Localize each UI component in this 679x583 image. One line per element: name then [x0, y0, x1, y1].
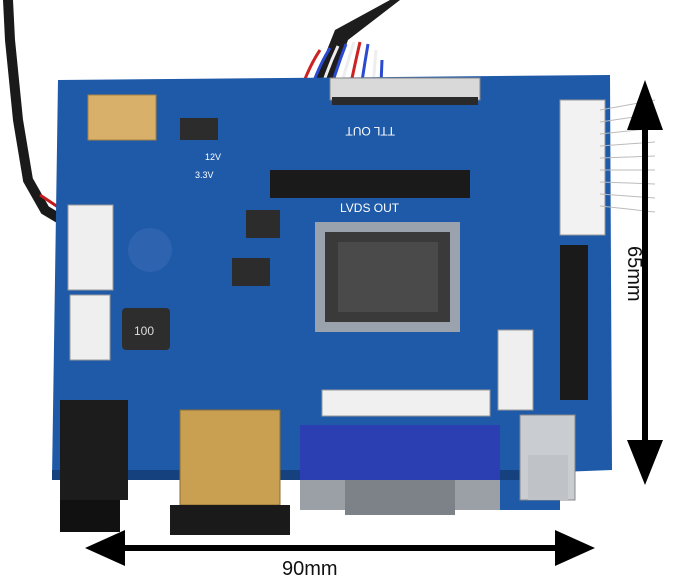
mid-right-connector — [497, 329, 534, 411]
ttl-label: TTL OUT — [345, 124, 395, 138]
pin-header-right — [560, 245, 588, 400]
width-dimension-label: 90mm — [282, 558, 338, 580]
dc-jack — [60, 400, 128, 500]
inductor — [122, 308, 170, 350]
v33-label: 3.3V — [195, 170, 214, 180]
crystal — [87, 94, 157, 141]
vga-strip-connector — [321, 389, 491, 417]
regulator — [246, 210, 280, 238]
left-button-connector — [69, 294, 111, 361]
right-jst-connector — [559, 99, 606, 236]
inductor-label: 100 — [134, 324, 154, 338]
small-ic — [232, 258, 270, 286]
black-cable-left — [3, 0, 75, 230]
lvds-label: LVDS OUT — [340, 201, 400, 215]
hdmi-port — [179, 409, 281, 506]
capacitor — [128, 228, 172, 272]
small-ic-2 — [180, 118, 218, 140]
width-arrow — [85, 530, 595, 566]
vga-port — [300, 425, 500, 480]
height-arrow — [627, 80, 663, 485]
ribbon-cable — [310, 0, 400, 190]
v12-label: 12V — [205, 152, 221, 162]
lvds-header — [270, 170, 470, 198]
height-dimension-label: 65mm — [623, 246, 645, 302]
left-power-connector — [67, 204, 114, 291]
ttl-connector — [329, 77, 481, 101]
